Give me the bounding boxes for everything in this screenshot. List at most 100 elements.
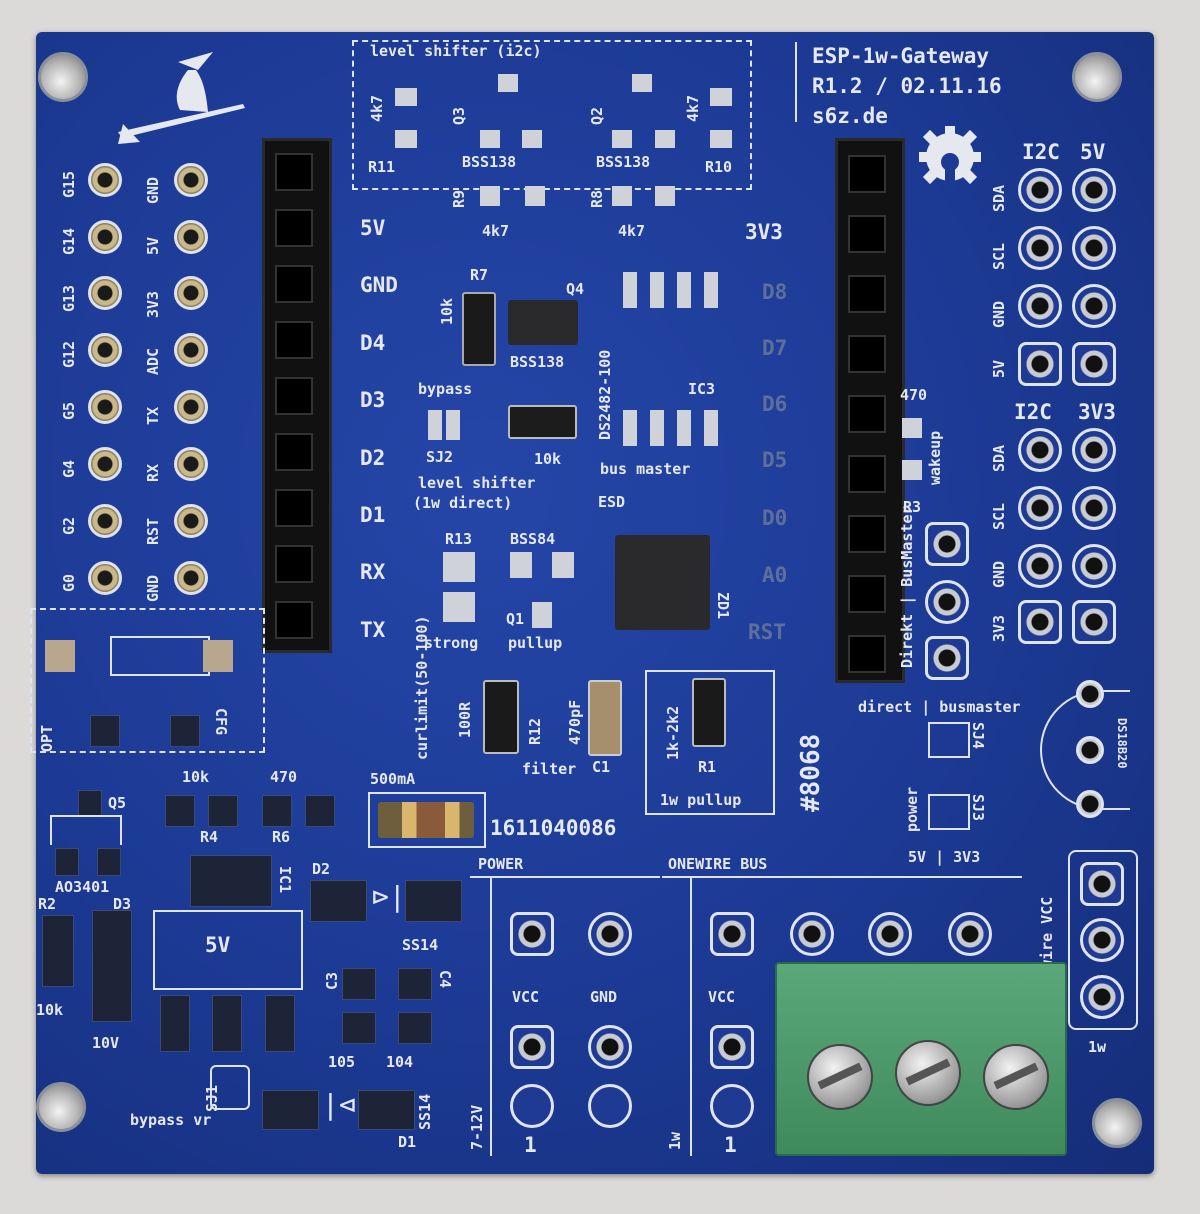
silk-outline: [50, 815, 122, 845]
right-female-header[interactable]: [835, 138, 905, 683]
screw-icon[interactable]: [895, 1040, 961, 1106]
i2c-3v3-pin[interactable]: [1018, 600, 1062, 644]
power-terminal-pad[interactable]: [588, 1025, 632, 1069]
i2c-3v3-pin[interactable]: [1018, 544, 1062, 588]
part-label: SS14: [416, 1093, 434, 1130]
mode-pin[interactable]: [925, 580, 969, 624]
i2c-3v3-pin[interactable]: [1018, 486, 1062, 530]
sensor-pin[interactable]: [1076, 680, 1104, 708]
pin-pad[interactable]: [88, 561, 122, 595]
note-label: pullup: [508, 634, 563, 652]
mode-pin[interactable]: [925, 636, 969, 680]
pin-label: SCL: [990, 502, 1008, 530]
value-label: 4k7: [482, 222, 510, 240]
solder-jumper-sj4[interactable]: [928, 722, 970, 758]
sensor-pin[interactable]: [1076, 736, 1104, 764]
wire-vcc-pin[interactable]: [1080, 975, 1124, 1019]
pin-pad[interactable]: [88, 276, 122, 310]
wire-vcc-pin[interactable]: [1080, 918, 1124, 962]
power-terminal-pad[interactable]: [510, 1025, 554, 1069]
onewire-terminal-pad[interactable]: [868, 912, 912, 956]
pin-pad[interactable]: [174, 276, 208, 310]
i2c-5v-pin[interactable]: [1072, 284, 1116, 328]
silk-line: [795, 42, 797, 122]
pin-pad[interactable]: [174, 447, 208, 481]
header-pin-label: D4: [360, 331, 386, 355]
onewire-terminal-pad[interactable]: [710, 1025, 754, 1069]
header-pin-label: D7: [762, 336, 788, 360]
mode-pin[interactable]: [925, 522, 969, 566]
i2c-5v-pin[interactable]: [1072, 168, 1116, 212]
onewire-terminal-pad[interactable]: [710, 912, 754, 956]
header-pin-label: D2: [360, 446, 386, 470]
i2c-3v3-pin[interactable]: [1072, 428, 1116, 472]
i2c-5v-pin[interactable]: [1018, 342, 1062, 386]
i2c-3v3-pin[interactable]: [1018, 428, 1062, 472]
i2c-3v3-pin[interactable]: [1072, 486, 1116, 530]
ref-label: ZD1: [714, 592, 732, 620]
ref-label: Q2: [588, 106, 606, 125]
solder-jumper-sj2[interactable]: [428, 410, 442, 440]
pin-pad[interactable]: [88, 390, 122, 424]
screw-icon[interactable]: [983, 1044, 1049, 1110]
pin-label: RST: [144, 517, 162, 545]
pin-pad[interactable]: [174, 390, 208, 424]
ref-label: R7: [470, 266, 489, 284]
value-label: 4k7: [618, 222, 646, 240]
pin-pad[interactable]: [174, 561, 208, 595]
wire-vcc-pin[interactable]: [1080, 862, 1124, 906]
sensor-pin[interactable]: [1076, 790, 1104, 818]
solder-jumper-sj1[interactable]: [210, 1065, 250, 1110]
power-terminal-pad[interactable]: [588, 912, 632, 956]
board-revision: R1.2 / 02.11.16: [812, 74, 1002, 98]
i2c-5v-pin[interactable]: [1072, 226, 1116, 270]
ref-label: D2: [312, 860, 331, 878]
left-female-header[interactable]: [262, 138, 332, 653]
level-shifter-title: level shifter (i2c): [370, 42, 542, 60]
i2c-5v-pin[interactable]: [1072, 342, 1116, 386]
config-button[interactable]: [110, 636, 210, 676]
pin-pad[interactable]: [88, 333, 122, 367]
regulator-tab: [190, 855, 272, 907]
i2c-5v-pin[interactable]: [1018, 284, 1062, 328]
screw-terminal-block[interactable]: [775, 962, 1067, 1156]
ref-label: R11: [368, 158, 396, 176]
pin-pad[interactable]: [174, 504, 208, 538]
pin-pad[interactable]: [88, 447, 122, 481]
header-pin-label: D8: [762, 280, 788, 304]
note-label: bypass vr: [130, 1111, 212, 1129]
pin-label: G12: [60, 340, 78, 368]
ref-label: R6: [272, 828, 291, 846]
pin-pad[interactable]: [174, 333, 208, 367]
ref-label: D1: [398, 1133, 417, 1151]
mounting-hole: [36, 1082, 86, 1132]
resistor-r7: [462, 292, 496, 366]
header-pin-label: D0: [762, 506, 788, 530]
i2c-3v3-pin[interactable]: [1072, 544, 1116, 588]
opt-outline: [30, 608, 265, 753]
ref-label: R1: [698, 758, 717, 776]
ref-label: R10: [705, 158, 733, 176]
resistor-r1: [692, 678, 726, 747]
mounting-hole: [1092, 1098, 1142, 1148]
i2c-5v-pin[interactable]: [1018, 226, 1062, 270]
onewire-terminal-pad[interactable]: [948, 912, 992, 956]
pin-pad[interactable]: [88, 163, 122, 197]
i2c-3v3-pin[interactable]: [1072, 600, 1116, 644]
pin-pad[interactable]: [174, 163, 208, 197]
power-terminal-pad[interactable]: [510, 912, 554, 956]
onewire-terminal-pad[interactable]: [790, 912, 834, 956]
pin-label: GND: [144, 574, 162, 602]
silk-line: [490, 876, 492, 1156]
part-label: BSS138: [596, 153, 651, 171]
fuse-outline: [368, 792, 486, 848]
ref-label: R2: [38, 895, 57, 913]
pin-pad[interactable]: [88, 504, 122, 538]
pin-pad[interactable]: [174, 220, 208, 254]
note-label: CFG: [212, 708, 230, 736]
screw-icon[interactable]: [807, 1044, 873, 1110]
pin-pad[interactable]: [88, 220, 122, 254]
i2c-5v-pin[interactable]: [1018, 168, 1062, 212]
note-label: 5V | 3V3: [908, 848, 981, 866]
solder-jumper-sj3[interactable]: [928, 794, 970, 830]
